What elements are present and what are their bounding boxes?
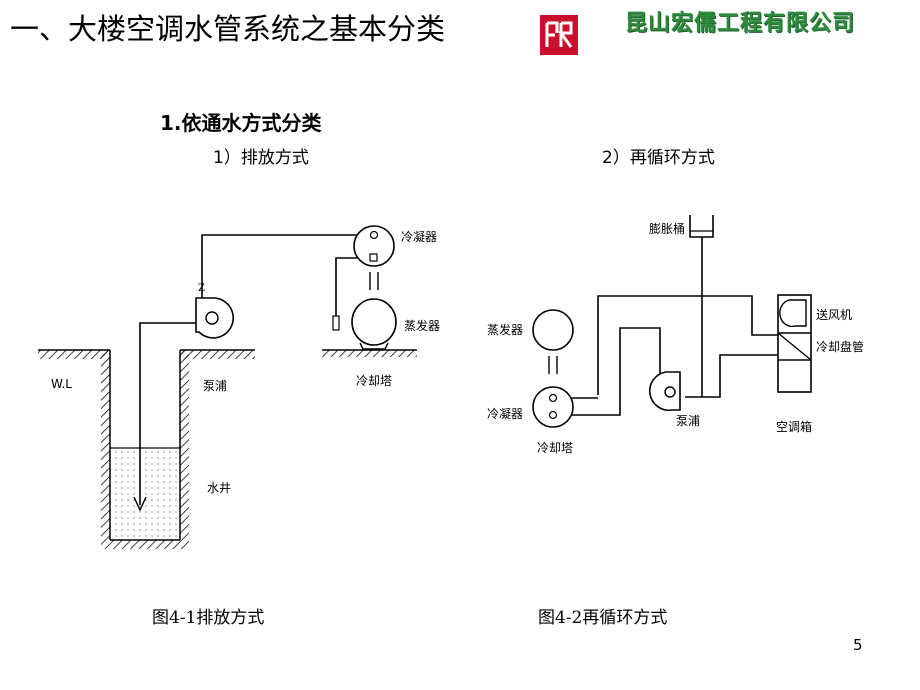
label-water-level: W.L [51, 377, 72, 391]
evaporator-symbol [351, 298, 397, 350]
figure-caption-left: 图4-1排放方式 [152, 608, 265, 628]
page-number: 5 [853, 636, 863, 654]
subtitle-recirculation-method: 2）再循环方式 [602, 148, 715, 168]
label-cooling-tower-left: 冷却塔 [356, 374, 393, 388]
condenser-symbol-right [532, 386, 574, 428]
condenser-symbol [353, 225, 395, 267]
air-handling-unit [777, 294, 812, 393]
label-well: 水井 [207, 481, 232, 495]
well-structure [38, 349, 255, 549]
figure-caption-right: 图4-2再循环方式 [538, 608, 668, 628]
company-name: 昆山宏儒工程有限公司 [624, 11, 855, 36]
label-pump-right: 泵浦 [676, 414, 701, 428]
label-coil: 冷却盘管 [816, 340, 865, 354]
recirculation-diagram [532, 215, 812, 428]
label-condenser-left: 冷凝器 [401, 230, 438, 244]
slide-title: 一、大楼空调水管系统之基本分类 [10, 12, 446, 46]
company-logo-icon [540, 15, 578, 55]
label-cooling-tower-right: 冷却塔 [537, 441, 574, 455]
discharge-diagram [38, 225, 417, 549]
evaporator-symbol-right [532, 309, 574, 351]
label-pump-mark: Z [198, 283, 205, 294]
pump-symbol [195, 297, 234, 339]
label-pump-left: 泵浦 [203, 379, 228, 393]
label-expansion-tank: 膨胀桶 [649, 222, 686, 236]
label-ahu: 空调箱 [776, 420, 813, 434]
label-fan: 送风机 [816, 308, 853, 322]
pump-symbol-right [649, 371, 681, 412]
label-condenser-right: 冷凝器 [487, 407, 524, 421]
subtitle-discharge-method: 1）排放方式 [213, 148, 309, 168]
section-heading: 1.依通水方式分类 [160, 111, 322, 135]
label-evaporator-left: 蒸发器 [404, 319, 441, 333]
label-evaporator-right: 蒸发器 [487, 323, 524, 337]
